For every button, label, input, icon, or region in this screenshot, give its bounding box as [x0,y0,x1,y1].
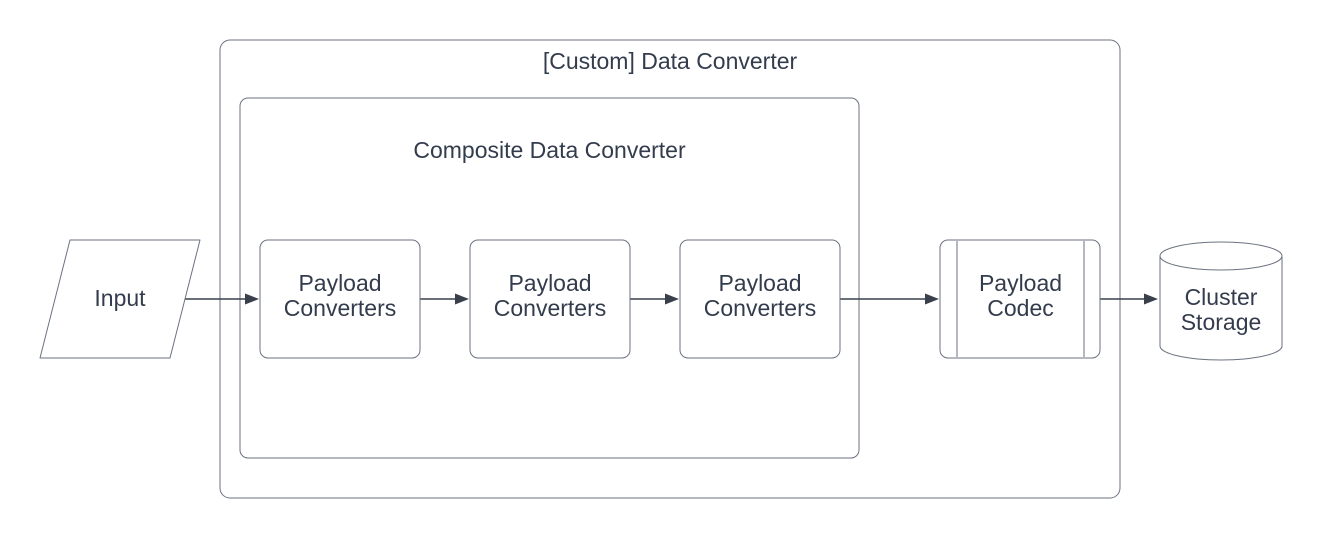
arrowhead-converter-3-to-codec [925,293,939,305]
arrowhead-converter-1-to-2 [455,293,469,305]
arrowhead-converter-2-to-3 [665,293,679,305]
payload-converters-box-1 [259,239,421,359]
custom-data-converter-container [219,39,1121,499]
cluster-storage-cylinder-body [1159,256,1283,361]
cluster-storage-cylinder-top [1159,241,1283,271]
arrowhead-codec-to-storage [1144,293,1158,305]
payload-converters-box-2 [469,239,631,359]
input-parallelogram [39,239,201,359]
composite-data-converter-container [239,97,860,459]
payload-converters-box-3 [679,239,841,359]
arrowhead-input-to-converter-1 [245,293,259,305]
payload-codec-box [939,239,1101,359]
